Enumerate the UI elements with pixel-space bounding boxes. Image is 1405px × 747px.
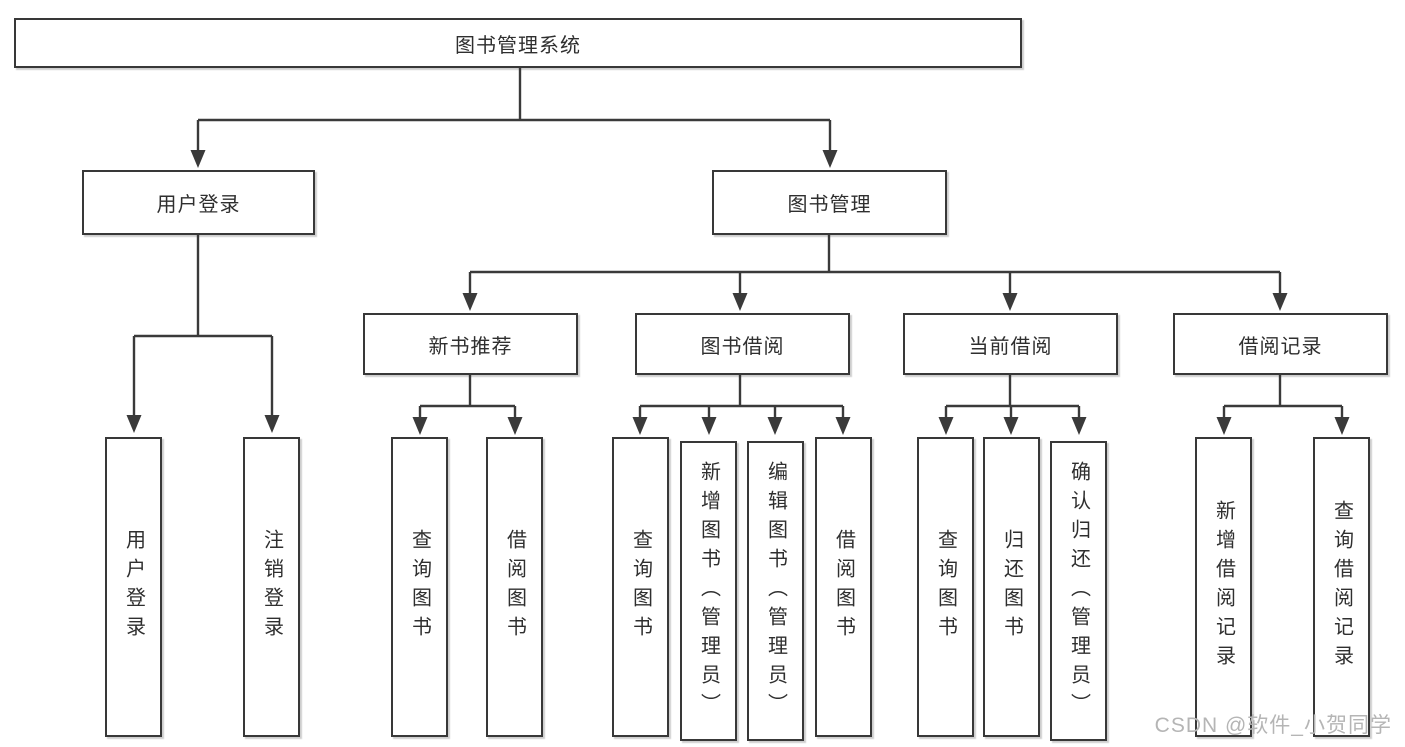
- leaf-user-login: 用户登录: [105, 437, 162, 737]
- node-current-borrowing-label: 当前借阅: [968, 335, 1053, 358]
- leaf-edit-book-admin-label: 编辑图书（管理员）: [764, 460, 787, 722]
- leaf-confirm-return-admin: 确认归还（管理员）: [1050, 441, 1107, 741]
- node-borrowing-records-label: 借阅记录: [1238, 335, 1323, 358]
- leaf-logout-label: 注销登录: [260, 529, 283, 645]
- node-new-book-recommend-label: 新书推荐: [428, 335, 513, 358]
- leaf-add-book-admin: 新增图书（管理员）: [680, 441, 737, 741]
- leaf-confirm-return-admin-label: 确认归还（管理员）: [1067, 460, 1090, 722]
- leaf-query-books-recommend: 查询图书: [391, 437, 448, 737]
- leaf-edit-book-admin: 编辑图书（管理员）: [747, 441, 804, 741]
- leaf-add-book-admin-label: 新增图书（管理员）: [697, 460, 720, 722]
- watermark: CSDN @软件_小贺同学: [1154, 714, 1392, 737]
- leaf-borrow-books-borrowing: 借阅图书: [815, 437, 872, 737]
- node-book-borrowing-label: 图书借阅: [700, 335, 785, 358]
- leaf-return-book: 归还图书: [983, 437, 1040, 737]
- leaf-add-borrow-record: 新增借阅记录: [1195, 437, 1252, 737]
- leaf-query-borrow-record-label: 查询借阅记录: [1330, 500, 1353, 674]
- leaf-borrow-books-recommend-label: 借阅图书: [503, 529, 526, 645]
- leaf-return-book-label: 归还图书: [1000, 529, 1023, 645]
- node-book-borrowing: 图书借阅: [635, 313, 850, 375]
- leaf-query-books-borrowing: 查询图书: [612, 437, 669, 737]
- leaf-query-books-recommend-label: 查询图书: [408, 529, 431, 645]
- node-user-login: 用户登录: [82, 170, 315, 235]
- node-user-login-label: 用户登录: [156, 194, 241, 216]
- leaf-query-books-borrowing-label: 查询图书: [629, 529, 652, 645]
- node-book-management-label: 图书管理: [787, 194, 872, 216]
- leaf-borrow-books-borrowing-label: 借阅图书: [832, 529, 855, 645]
- leaf-query-books-current-label: 查询图书: [934, 529, 957, 645]
- leaf-user-login-label: 用户登录: [122, 529, 145, 645]
- node-current-borrowing: 当前借阅: [903, 313, 1118, 375]
- leaf-query-books-current: 查询图书: [917, 437, 974, 737]
- node-book-management: 图书管理: [712, 170, 947, 235]
- leaf-logout: 注销登录: [243, 437, 300, 737]
- leaf-add-borrow-record-label: 新增借阅记录: [1212, 500, 1235, 674]
- node-new-book-recommend: 新书推荐: [363, 313, 578, 375]
- node-root: 图书管理系统: [14, 18, 1022, 68]
- node-borrowing-records: 借阅记录: [1173, 313, 1388, 375]
- node-root-label: 图书管理系统: [455, 34, 581, 57]
- leaf-query-borrow-record: 查询借阅记录: [1313, 437, 1370, 737]
- leaf-borrow-books-recommend: 借阅图书: [486, 437, 543, 737]
